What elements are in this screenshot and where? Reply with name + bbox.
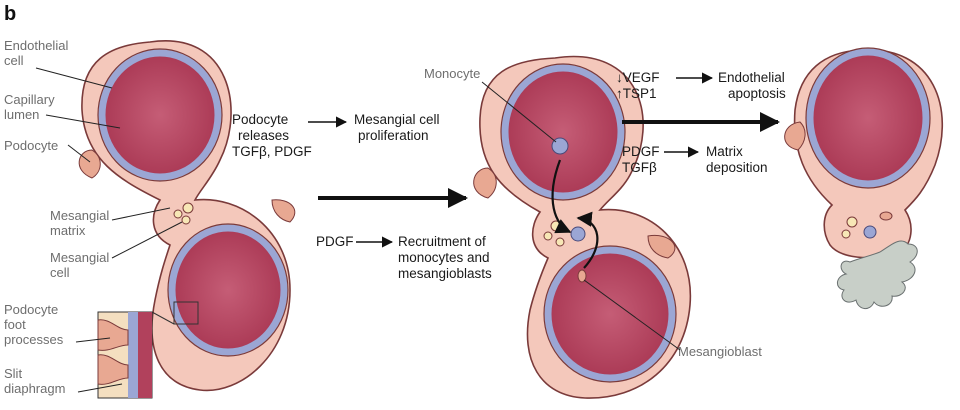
mesangial-cell [543,231,553,241]
podocyte-bump [473,167,497,199]
lumen-top [98,49,222,181]
podocyte-bump [784,121,806,151]
label-mesangioblast: Mesangioblast [678,344,762,359]
mesangioblast-cell [577,269,587,283]
annotation-mesangial-proliferation: Mesangial cell proliferation [354,112,443,143]
label-mesangial-cell: Mesangial cell [50,250,113,280]
capillary-sclerotic [784,47,943,309]
mesangial-cell [182,202,194,214]
label-podocyte-foot-processes: Podocyte foot processes [4,302,64,347]
mesangial-cell [173,209,183,219]
mesangial-cell [181,215,191,225]
label-monocyte: Monocyte [424,66,480,81]
foot-process-inset [97,311,153,399]
inset-source-box [173,301,199,325]
left-labels: Endothelial cell Capillary lumen Podocyt… [4,38,183,396]
annotation-pdgf-tgfb: PDGF TGFβ [622,144,663,175]
monocyte-cell [863,225,877,239]
annotation-recruitment: Recruitment of monocytes and mesangiobla… [398,234,493,281]
podocyte-bump [78,149,101,179]
label-podocyte: Podocyte [4,138,58,153]
panel-letter: b [4,3,16,25]
annotation-endothelial-apoptosis: Endothelial apoptosis [718,70,789,101]
mesangial-cell [555,237,565,247]
annotation-pdgf-left: PDGF [316,234,354,249]
label-slit-diaphragm: Slit diaphragm [4,366,65,396]
podocyte-bump [271,199,296,223]
mesangial-cell [846,216,858,228]
lumen-top [806,48,930,188]
label-mesangial-matrix: Mesangial matrix [50,208,113,238]
monocyte-migration-arrow [551,159,572,234]
annotation-vegf-tsp1: ↓VEGF ↑TSP1 [616,70,663,101]
label-capillary-lumen: Capillary lumen [4,92,58,122]
lumen-top [501,64,625,200]
capillary-pair-recruitment [473,55,692,399]
sclerotic-podocyte [837,240,918,309]
label-endothelial-cell: Endothelial cell [4,38,72,68]
annotation-matrix-deposition: Matrix deposition [706,144,768,175]
mesangioblast-migration-arrow [576,211,599,269]
lumen-bottom [544,246,676,382]
podocyte-bump [647,234,676,259]
monocyte-recruited [570,226,586,242]
annotation-podocyte-releases: Podocyte releases TGFβ, PDGF [232,112,312,159]
capillary-pair-normal [78,39,296,399]
mesangioblast-cell [879,211,893,221]
lumen-bottom [168,224,288,356]
mesangial-cell [841,229,851,239]
